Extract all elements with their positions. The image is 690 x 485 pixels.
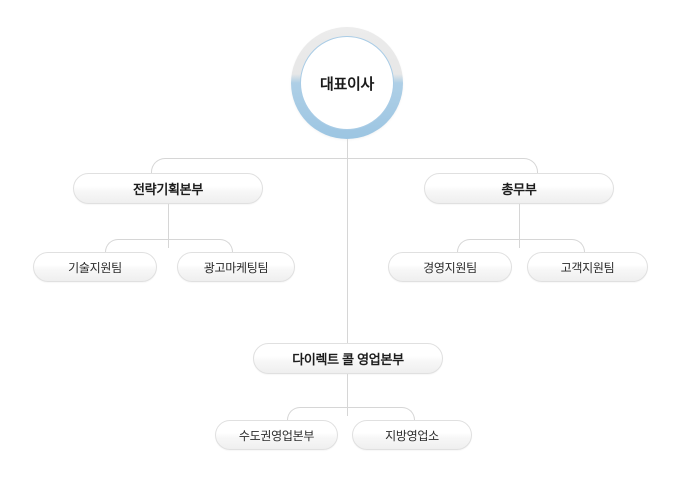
node-general-affairs-division[interactable]: 총무부 bbox=[424, 173, 614, 204]
connector-general-affairs-stem bbox=[519, 204, 520, 248]
node-direct-call-sales-division[interactable]: 다이렉트 콜 영업본부 bbox=[253, 343, 443, 374]
node-strategy-division-label: 전략기획본부 bbox=[133, 182, 203, 197]
node-management-support-team-label: 경영지원팀 bbox=[423, 260, 477, 275]
node-direct-call-sales-division-label: 다이렉트 콜 영업본부 bbox=[292, 352, 404, 367]
node-regional-sales-office-label: 지방영업소 bbox=[385, 428, 439, 443]
connector-strategy-stem bbox=[168, 204, 169, 248]
connector-ceo-to-divisions bbox=[151, 158, 538, 177]
node-management-support-team[interactable]: 경영지원팀 bbox=[388, 252, 512, 282]
node-ceo[interactable]: 대표이사 bbox=[291, 27, 403, 139]
node-general-affairs-division-label: 총무부 bbox=[501, 182, 537, 197]
node-tech-support-team[interactable]: 기술지원팀 bbox=[33, 252, 157, 282]
node-strategy-division[interactable]: 전략기획본부 bbox=[73, 173, 263, 204]
node-regional-sales-office[interactable]: 지방영업소 bbox=[352, 420, 472, 450]
node-metro-sales-division-label: 수도권영업본부 bbox=[238, 428, 315, 443]
node-ceo-inner-ring: 대표이사 bbox=[300, 36, 394, 130]
node-customer-support-team-label: 고객지원팀 bbox=[560, 260, 615, 275]
node-metro-sales-division[interactable]: 수도권영업본부 bbox=[215, 420, 338, 450]
connector-ceo-trunk-upper bbox=[347, 139, 348, 159]
node-ad-marketing-team[interactable]: 광고마케팅팀 bbox=[177, 252, 295, 282]
node-ceo-label: 대표이사 bbox=[319, 75, 374, 93]
connector-sales-stem bbox=[347, 374, 348, 416]
node-tech-support-team-label: 기술지원팀 bbox=[68, 260, 122, 275]
node-customer-support-team[interactable]: 고객지원팀 bbox=[527, 252, 648, 282]
node-ad-marketing-team-label: 광고마케팅팀 bbox=[203, 260, 269, 275]
connector-ceo-trunk-lower bbox=[347, 158, 348, 343]
